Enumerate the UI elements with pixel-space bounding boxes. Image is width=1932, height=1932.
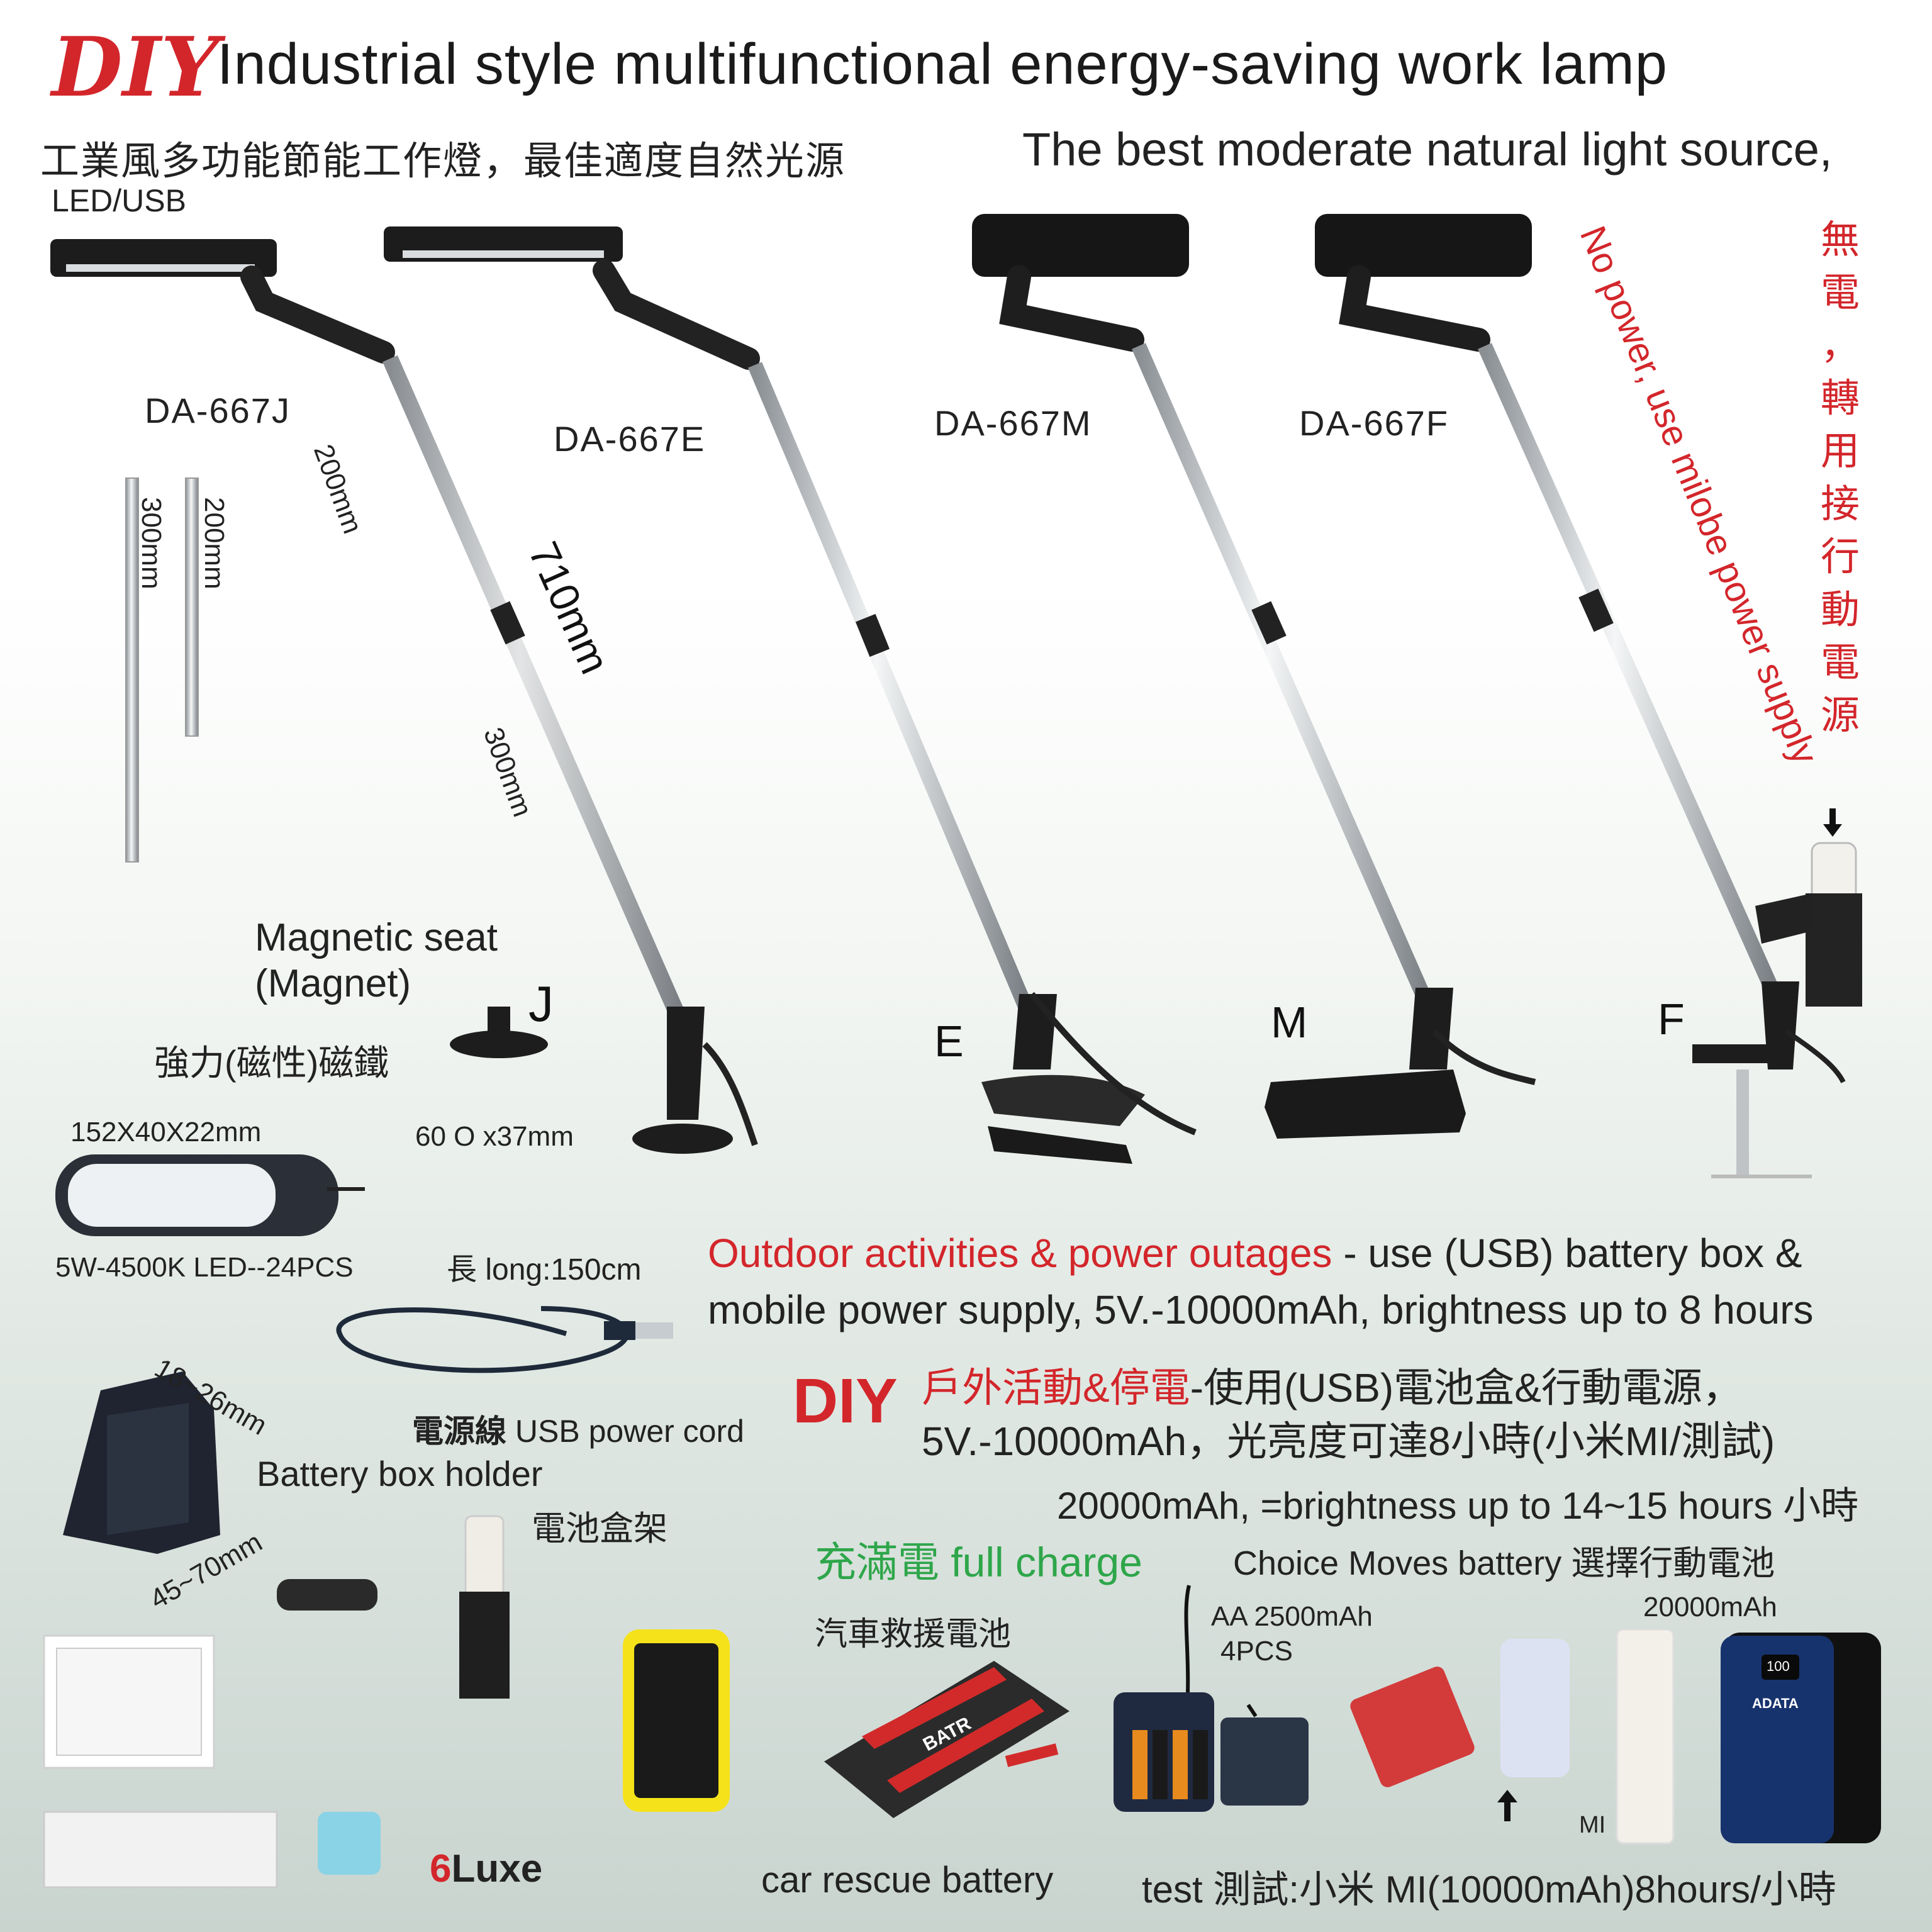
- aa-capacity: AA 2500mAh: [1211, 1601, 1373, 1632]
- solar-powerbank: [623, 1629, 730, 1812]
- choice-battery-label: Choice Moves battery 選擇行動電池: [1233, 1544, 1775, 1582]
- brand-6luxe: 6Luxe: [430, 1846, 542, 1891]
- cord-length: 長 long:150cm: [447, 1253, 642, 1287]
- cord-label-en: USB power cord: [515, 1414, 744, 1449]
- cn-char: 電: [1820, 271, 1860, 315]
- cn-char: 源: [1820, 694, 1860, 737]
- cn-char: 行: [1820, 535, 1860, 579]
- diy-logo: DIY: [52, 19, 220, 115]
- capacity-20000: 20000mAh: [1643, 1592, 1777, 1622]
- outdoor-line-3: 20000mAh, =brightness up to 14~15 hours …: [1057, 1485, 1859, 1527]
- model-label-e: DA-667E: [554, 419, 706, 459]
- wall-outlets: [43, 1634, 381, 1889]
- magnet-cn: 強力(磁性)磁鐵: [154, 1043, 389, 1083]
- lamp-e: [384, 226, 1197, 1164]
- magnet-seat: [450, 1007, 548, 1058]
- outdoor-cn-1-red: 戶外活動&停電: [922, 1365, 1190, 1410]
- cn-char: 轉: [1820, 377, 1860, 420]
- magnet-size: 60 O x37mm: [415, 1121, 574, 1152]
- brand-6luxe-text: Luxe: [451, 1847, 543, 1890]
- battery-holder: [63, 1371, 510, 1699]
- led-panel: [55, 1154, 365, 1236]
- adata-brand: ADATA: [1752, 1695, 1799, 1711]
- aa-battery-box: [1114, 1585, 1309, 1812]
- no-power-note-cn: 無 電 ， 轉 用 接 行 動 電 源: [1818, 214, 1862, 742]
- cn-char: 用: [1820, 430, 1860, 473]
- magnet-title-1: Magnetic seat: [255, 916, 498, 959]
- letter-j: J: [528, 976, 554, 1032]
- subtitle-cn: 工業風多功能節能工作燈，最佳適度自然光源: [40, 140, 846, 183]
- mi-powerbanks: [1246, 1628, 1881, 1845]
- brand-6luxe-mark: 6: [430, 1847, 452, 1890]
- magnet-title-2: (Magnet): [255, 962, 411, 1005]
- subtitle-en: The best moderate natural light source,: [1022, 123, 1833, 176]
- mi-label: MI: [1579, 1812, 1606, 1838]
- led-usb-tag: LED/USB: [52, 183, 186, 218]
- led-panel-size: 152X40X22mm: [70, 1117, 262, 1147]
- outdoor-line-1: Outdoor activities & power outages - use…: [708, 1230, 1802, 1276]
- cord-label-cn: 電源線: [412, 1414, 506, 1449]
- outdoor-line-2: mobile power supply, 5V.-10000mAh, brigh…: [708, 1287, 1814, 1332]
- outdoor-cn-1-rest: -使用(USB)電池盒&行動電源，: [1190, 1365, 1743, 1410]
- cn-char: 無: [1820, 218, 1860, 262]
- cn-char: 接: [1820, 483, 1860, 526]
- letter-m: M: [1271, 998, 1308, 1047]
- lamp-m: [972, 214, 1536, 1139]
- cn-char: ，: [1820, 324, 1860, 367]
- holder-label-en: Battery box holder: [257, 1454, 543, 1494]
- dim-200mm-rod: 200mm: [199, 497, 230, 589]
- lamp-j: [50, 239, 758, 1154]
- model-label-f: DA-667F: [1299, 403, 1449, 443]
- adata-display: 100: [1767, 1658, 1790, 1674]
- cn-char: 電: [1820, 641, 1860, 684]
- outdoor-cn-1: 戶外活動&停電-使用(USB)電池盒&行動電源，: [922, 1356, 1743, 1414]
- car-battery-cn: 汽車救援電池: [815, 1616, 1012, 1653]
- full-charge-label: 充滿電 full charge: [815, 1539, 1142, 1585]
- led-panel-spec: 5W-4500K LED--24PCS: [55, 1252, 354, 1283]
- dim-300mm-rod: 300mm: [136, 497, 167, 589]
- car-battery-en: car rescue battery: [761, 1860, 1054, 1901]
- model-label-m: DA-667M: [934, 403, 1092, 443]
- test-note: test 測試:小米 MI(10000mAh)8hours/小時: [1142, 1868, 1836, 1911]
- outdoor-diy: DIY: [793, 1366, 898, 1436]
- letter-f: F: [1658, 995, 1685, 1044]
- outdoor-line-1-red: Outdoor activities & power outages: [708, 1231, 1332, 1276]
- car-rescue-battery: [824, 1661, 1069, 1818]
- aa-pcs: 4PCS: [1220, 1636, 1293, 1667]
- lamp-f: [1315, 214, 1862, 1178]
- cn-char: 動: [1820, 588, 1860, 632]
- usb-cord: [336, 1306, 673, 1373]
- letter-e: E: [934, 1017, 964, 1066]
- holder-label-cn: 電池盒架: [532, 1510, 667, 1548]
- cord-label: 電源線 USB power cord: [412, 1406, 744, 1451]
- page-title: Industrial style multifunctional energy-…: [217, 32, 1668, 96]
- outdoor-cn-2: 5V.-10000mAh，光亮度可達8小時(小米MI/測試): [922, 1419, 1775, 1464]
- outdoor-line-1-rest: - use (USB) battery box &: [1332, 1231, 1802, 1276]
- model-label-j: DA-667J: [145, 391, 291, 430]
- loose-rods: [125, 477, 199, 863]
